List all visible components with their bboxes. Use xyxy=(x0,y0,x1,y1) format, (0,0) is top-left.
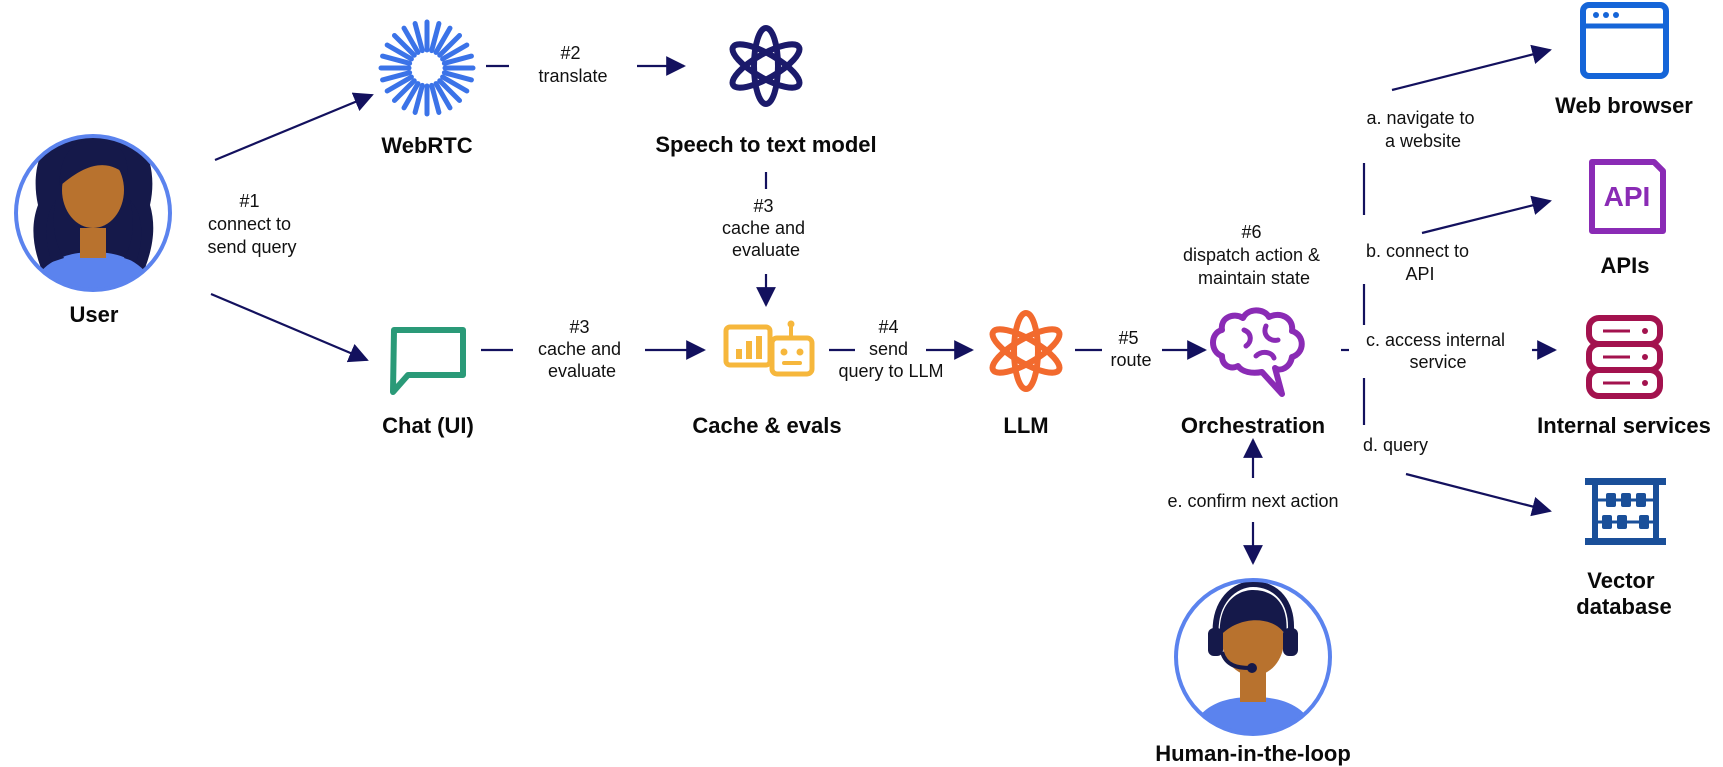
webrtc-ray xyxy=(441,53,474,66)
internal-label: Internal services xyxy=(1537,413,1711,438)
vector-label: Vector database xyxy=(1576,568,1671,619)
apis-label: APIs xyxy=(1601,253,1650,278)
chat-node: Chat (UI) xyxy=(382,327,474,438)
chat-bubble-icon xyxy=(390,327,466,395)
browser-window-icon xyxy=(1580,2,1669,79)
step-c-label: c. access internal service xyxy=(1366,330,1510,372)
webrtc-ray xyxy=(380,70,413,83)
webrtc-icon xyxy=(378,19,476,117)
webrtc-ray xyxy=(412,82,425,115)
edge-to-vector xyxy=(1405,472,1552,517)
webrtc-ray xyxy=(412,21,425,54)
step-5-label: #5 route xyxy=(1110,328,1151,370)
webrtc-ray xyxy=(441,70,474,83)
step-4-label: #4 send query to LLM xyxy=(838,317,943,381)
step-b-label: b. connect to API xyxy=(1366,241,1474,284)
webrtc-ray xyxy=(429,82,442,115)
webrtc-ray xyxy=(433,81,453,111)
stt-node: Speech to text model xyxy=(655,25,877,157)
step-3-left-label: #3 cache and evaluate xyxy=(538,317,626,381)
webrtc-ray xyxy=(380,53,413,66)
user-node: User xyxy=(14,134,172,327)
edge-user-chat xyxy=(210,292,369,363)
agent-avatar xyxy=(1174,578,1332,736)
cache-node: Cache & evals xyxy=(692,320,842,438)
webrtc-ray xyxy=(440,42,470,62)
orch-node: Orchestration xyxy=(1181,307,1325,438)
step-3-top-label: #3 cache and evaluate xyxy=(722,196,810,260)
webrtc-label: WebRTC xyxy=(381,133,472,158)
step-6-label: #6 dispatch action & maintain state xyxy=(1183,222,1325,288)
orch-label: Orchestration xyxy=(1181,413,1325,438)
webrtc-ray xyxy=(401,81,421,111)
browser-node: Web browser xyxy=(1555,2,1693,118)
webrtc-ray xyxy=(437,32,463,58)
edge-user-webrtc xyxy=(214,92,374,162)
browser-label: Web browser xyxy=(1555,93,1693,118)
api-icon-text: API xyxy=(1604,181,1651,212)
user-label: User xyxy=(70,302,119,327)
webrtc-node: WebRTC xyxy=(378,19,476,158)
webrtc-ray xyxy=(429,21,442,54)
abacus-icon xyxy=(1585,478,1666,545)
hitl-label: Human-in-the-loop xyxy=(1155,741,1351,766)
webrtc-ray xyxy=(440,74,470,94)
atom-icon xyxy=(729,25,803,107)
webrtc-ray xyxy=(437,78,463,104)
api-icon: API xyxy=(1589,159,1666,234)
user-avatar xyxy=(14,134,172,292)
apis-node: API APIs xyxy=(1589,159,1666,278)
webrtc-ray xyxy=(433,25,453,55)
step-d-label: d. query xyxy=(1363,435,1428,455)
step-2-label: #2 translate xyxy=(538,43,607,86)
webrtc-ray xyxy=(401,25,421,55)
llm-label: LLM xyxy=(1003,413,1048,438)
edge-to-apis xyxy=(1421,195,1552,235)
connectors xyxy=(210,44,1557,565)
internal-node: Internal services xyxy=(1537,315,1711,438)
step-a-label: a. navigate to a website xyxy=(1366,108,1479,151)
hitl-node: Human-in-the-loop xyxy=(1155,578,1351,766)
stt-label: Speech to text model xyxy=(655,132,876,157)
brain-icon xyxy=(1210,307,1305,397)
llm-node: LLM xyxy=(989,310,1063,438)
step-1-label: #1 connect to send query xyxy=(207,191,296,257)
server-stack-icon xyxy=(1586,315,1663,399)
vector-node: Vector database xyxy=(1576,478,1672,619)
cache-label: Cache & evals xyxy=(692,413,841,438)
edge-to-browser xyxy=(1391,44,1552,92)
chat-label: Chat (UI) xyxy=(382,413,474,438)
webrtc-ray xyxy=(384,42,414,62)
webrtc-ray xyxy=(391,78,417,104)
webrtc-ray xyxy=(384,74,414,94)
llm-atom-icon xyxy=(989,310,1063,392)
webrtc-ray xyxy=(391,32,417,58)
step-e-label: e. confirm next action xyxy=(1167,491,1338,511)
chart-robot-icon xyxy=(723,320,815,377)
